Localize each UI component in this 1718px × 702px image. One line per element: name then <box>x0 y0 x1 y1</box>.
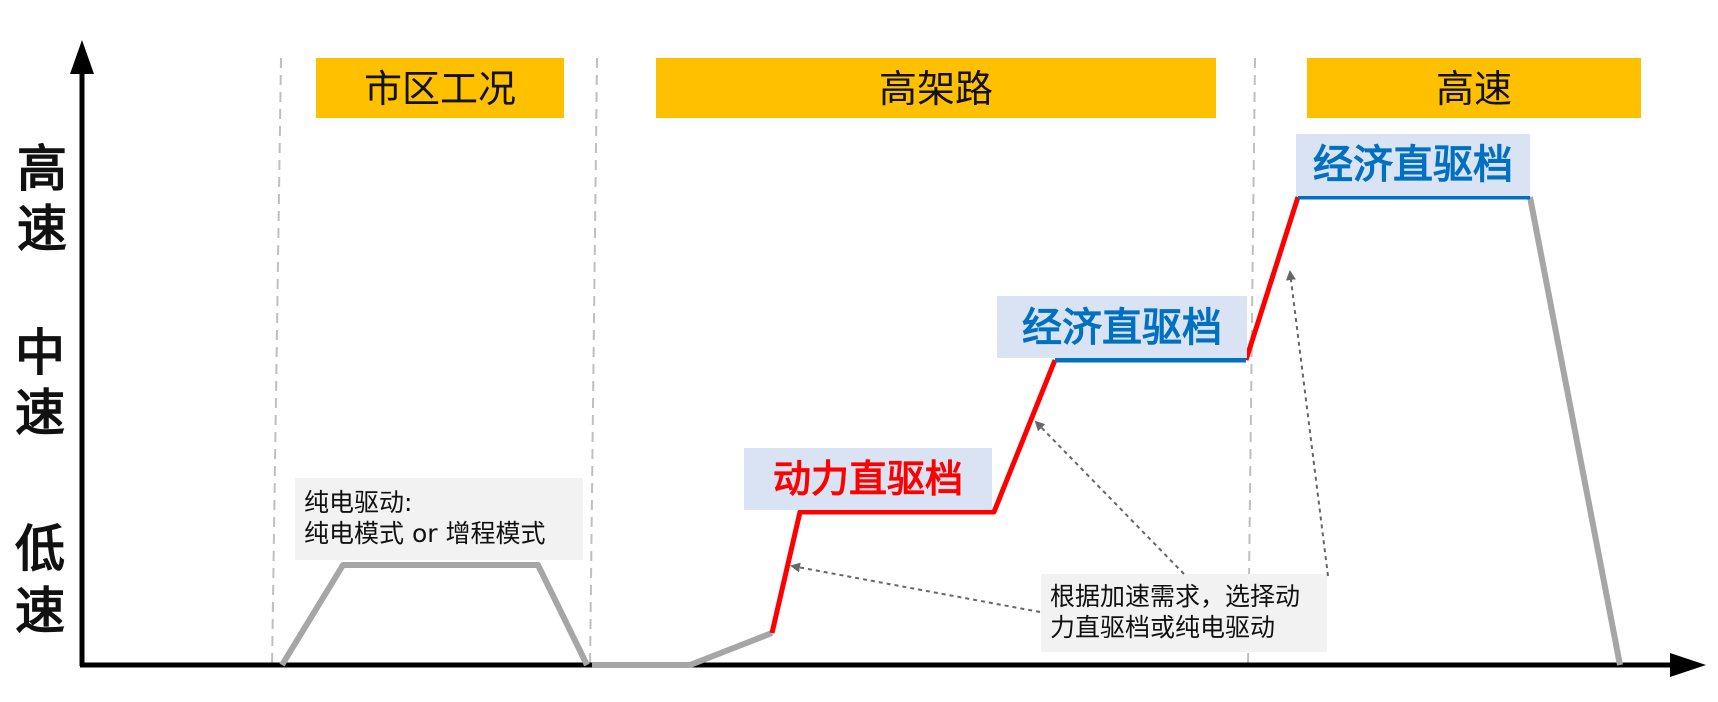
segment-label-urban: 市区工况 <box>364 67 516 111</box>
economy-direct-mid-label-box <box>997 296 1247 358</box>
divider-line-1 <box>271 57 282 669</box>
divider-line-2 <box>589 57 598 669</box>
economy-direct-high-label: 经济直驱档 <box>1313 142 1513 188</box>
segment-bar-elevated <box>656 58 1216 118</box>
selection-note-line-1: 根据加速需求，选择动 <box>1050 582 1300 611</box>
pure-ev-note-line-1: 纯电驱动: <box>304 488 412 517</box>
power-direct-label: 动力直驱档 <box>773 457 963 501</box>
speed-label-high-2: 速 <box>17 200 67 258</box>
pure-ev-note-line-2: 纯电模式 or 增程模式 <box>304 519 545 548</box>
x-axis-arrowhead <box>1670 653 1706 677</box>
speed-label-high-1: 高 <box>17 140 67 198</box>
speed-label-low-1: 低 <box>15 520 65 578</box>
pure-ev-profile-elevated-start <box>592 630 774 668</box>
economy-direct-mid-label: 经济直驱档 <box>1022 305 1222 351</box>
power-direct-profile-highway-climb <box>1243 196 1301 361</box>
selection-note-box <box>1041 574 1327 652</box>
selection-arrow-to-mid-climb <box>1034 420 1185 575</box>
power-direct-profile <box>769 359 1058 634</box>
selection-arrow-to-low-climb <box>790 562 1041 613</box>
power-direct-label-box <box>744 448 992 510</box>
pure-ev-profile-urban <box>279 562 590 667</box>
pure-ev-profile-highway-exit <box>1527 196 1623 666</box>
economy-direct-high-label-box <box>1296 134 1530 196</box>
segment-label-elevated: 高架路 <box>879 67 993 111</box>
speed-label-medium-2: 速 <box>15 384 65 442</box>
segment-label-highway: 高速 <box>1436 67 1512 111</box>
segment-bar-highway <box>1307 58 1641 118</box>
y-axis-arrowhead <box>70 40 94 74</box>
pure-ev-note-box <box>295 478 583 560</box>
speed-label-low-2: 速 <box>15 582 65 640</box>
selection-arrow-to-high-climb <box>1286 270 1329 577</box>
segment-bar-urban <box>316 58 564 118</box>
selection-note-line-2: 力直驱档或纯电驱动 <box>1050 613 1275 642</box>
speed-label-medium-1: 中 <box>15 324 65 382</box>
